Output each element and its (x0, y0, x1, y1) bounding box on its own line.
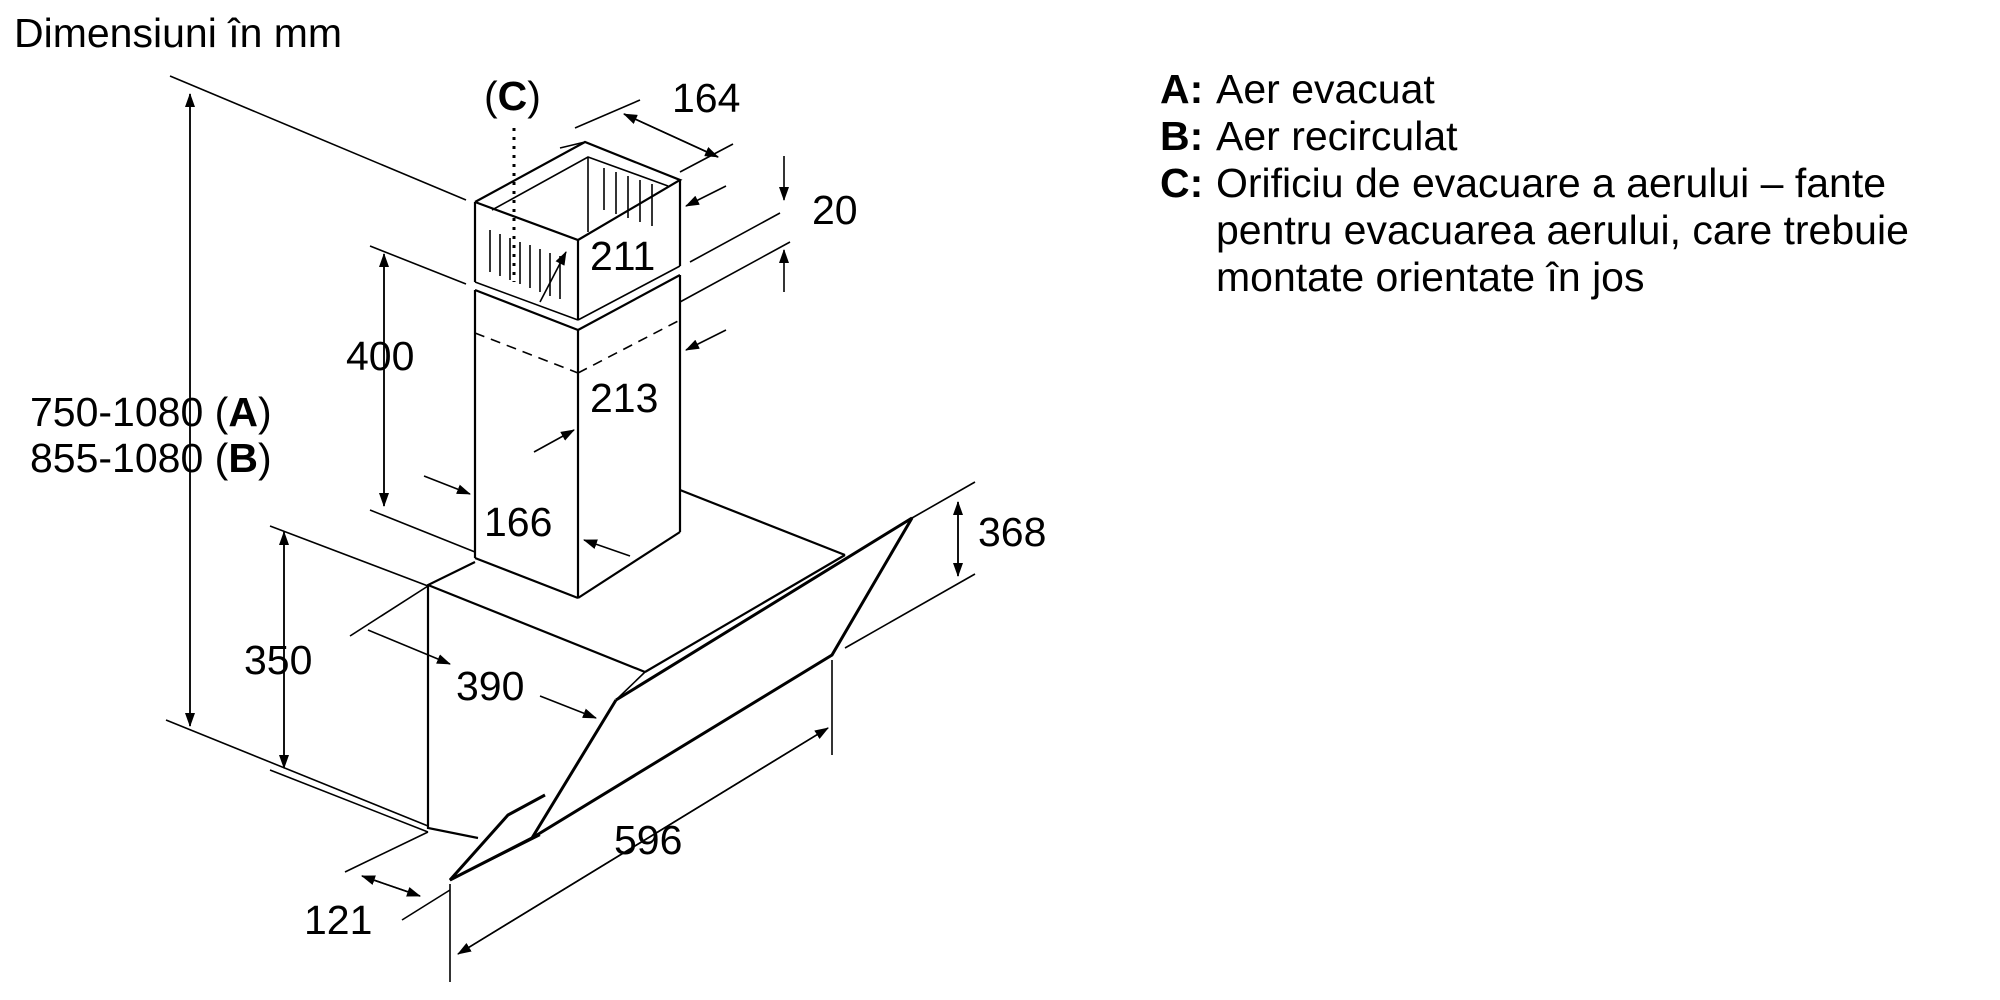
dim-166-label: 166 (484, 499, 553, 545)
height-a-range: 750-1080 ( (30, 389, 229, 435)
glass-canopy (448, 516, 914, 882)
legend-text: Aer evacuat (1216, 66, 1435, 112)
chimney-lower (473, 274, 682, 600)
legend-text: Orificiu de evacuare a aerului – fante p… (1216, 160, 1909, 300)
dim-213-label: 213 (590, 375, 659, 421)
legend: A: Aer evacuat B: Aer recirculat C: Orif… (1160, 66, 1976, 301)
dim-400-label: 400 (346, 333, 415, 379)
paren-close: ) (527, 73, 541, 119)
height-b-label: 855-1080 (B) (30, 438, 272, 479)
legend-item-a: A: Aer evacuat (1160, 66, 1976, 113)
height-a-letter: A (228, 389, 258, 435)
height-b-close: ) (257, 435, 272, 481)
legend-item-b: B: Aer recirculat (1160, 113, 1976, 160)
legend-text: Aer recirculat (1216, 113, 1458, 159)
legend-item-c: C: Orificiu de evacuare a aerului – fant… (1160, 160, 1976, 301)
dim-350-label: 350 (244, 637, 313, 683)
page-title: Dimensiuni în mm (14, 10, 343, 56)
hood-body (426, 488, 846, 840)
dim-211-label: 211 (590, 233, 656, 279)
vent-slots (489, 168, 653, 299)
legend-key: C: (1160, 160, 1204, 206)
dim-596-label: 596 (614, 817, 683, 863)
exhaust-marker-label: (C) (484, 76, 541, 117)
height-a-label: 750-1080 (A) (30, 392, 272, 433)
paren-open: ( (484, 73, 498, 119)
dimension-arrows (185, 93, 963, 955)
height-a-close: ) (257, 389, 272, 435)
dim-390-label: 390 (456, 663, 525, 709)
legend-key: A: (1160, 66, 1204, 112)
dim-164-label: 164 (672, 75, 741, 121)
dim-20-label: 20 (812, 187, 858, 233)
marker-letter: C (497, 73, 528, 119)
height-b-range: 855-1080 ( (30, 435, 229, 481)
height-b-letter: B (228, 435, 258, 481)
chimney-upper (473, 128, 683, 321)
legend-key: B: (1160, 113, 1204, 159)
dim-368-label: 368 (978, 509, 1047, 555)
extension-lines (165, 75, 976, 982)
dim-121-label: 121 (304, 897, 373, 943)
